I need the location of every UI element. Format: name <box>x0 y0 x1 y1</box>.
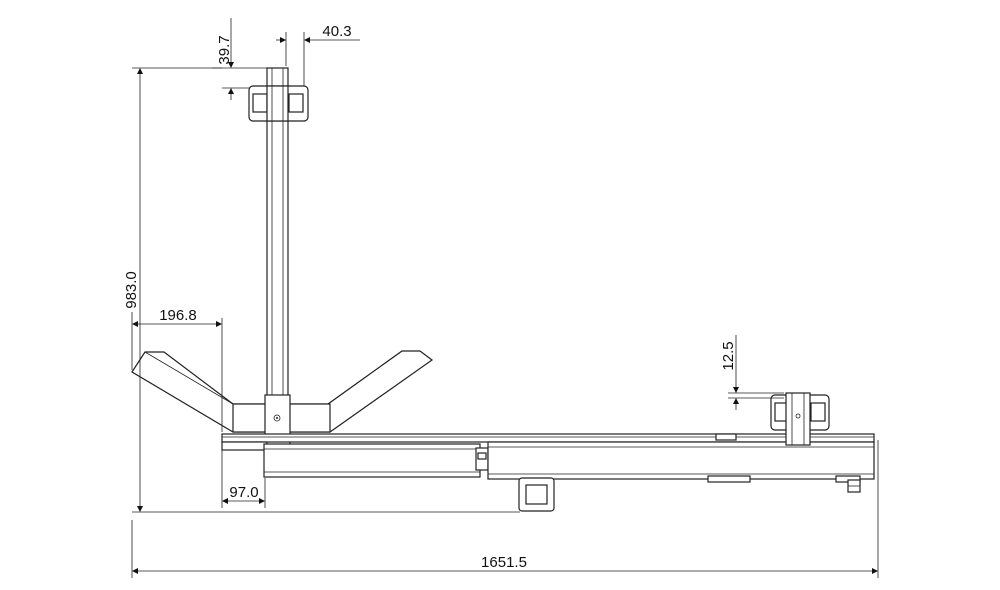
receiver-block <box>518 477 555 512</box>
base-rail <box>221 433 875 493</box>
dim-right-height: 12.5 <box>720 341 737 370</box>
top-clamp <box>248 85 309 122</box>
dim-top-width: 40.3 <box>322 23 351 40</box>
left-cradle <box>131 350 434 433</box>
dim-total-length: 1651.5 <box>481 554 527 571</box>
dimension-labels: 39.7 40.3 983.0 196.8 12.5 97.0 1651.5 <box>123 23 737 571</box>
dimension-lines <box>131 18 879 578</box>
vertical-post <box>264 67 291 449</box>
dim-cradle-width: 196.8 <box>159 307 197 324</box>
dim-total-height: 983.0 <box>123 271 140 309</box>
dim-bottom-offset: 97.0 <box>229 484 258 501</box>
dim-top-height: 39.7 <box>216 35 233 64</box>
stand-drawing <box>131 67 875 512</box>
right-clamp <box>770 392 830 446</box>
